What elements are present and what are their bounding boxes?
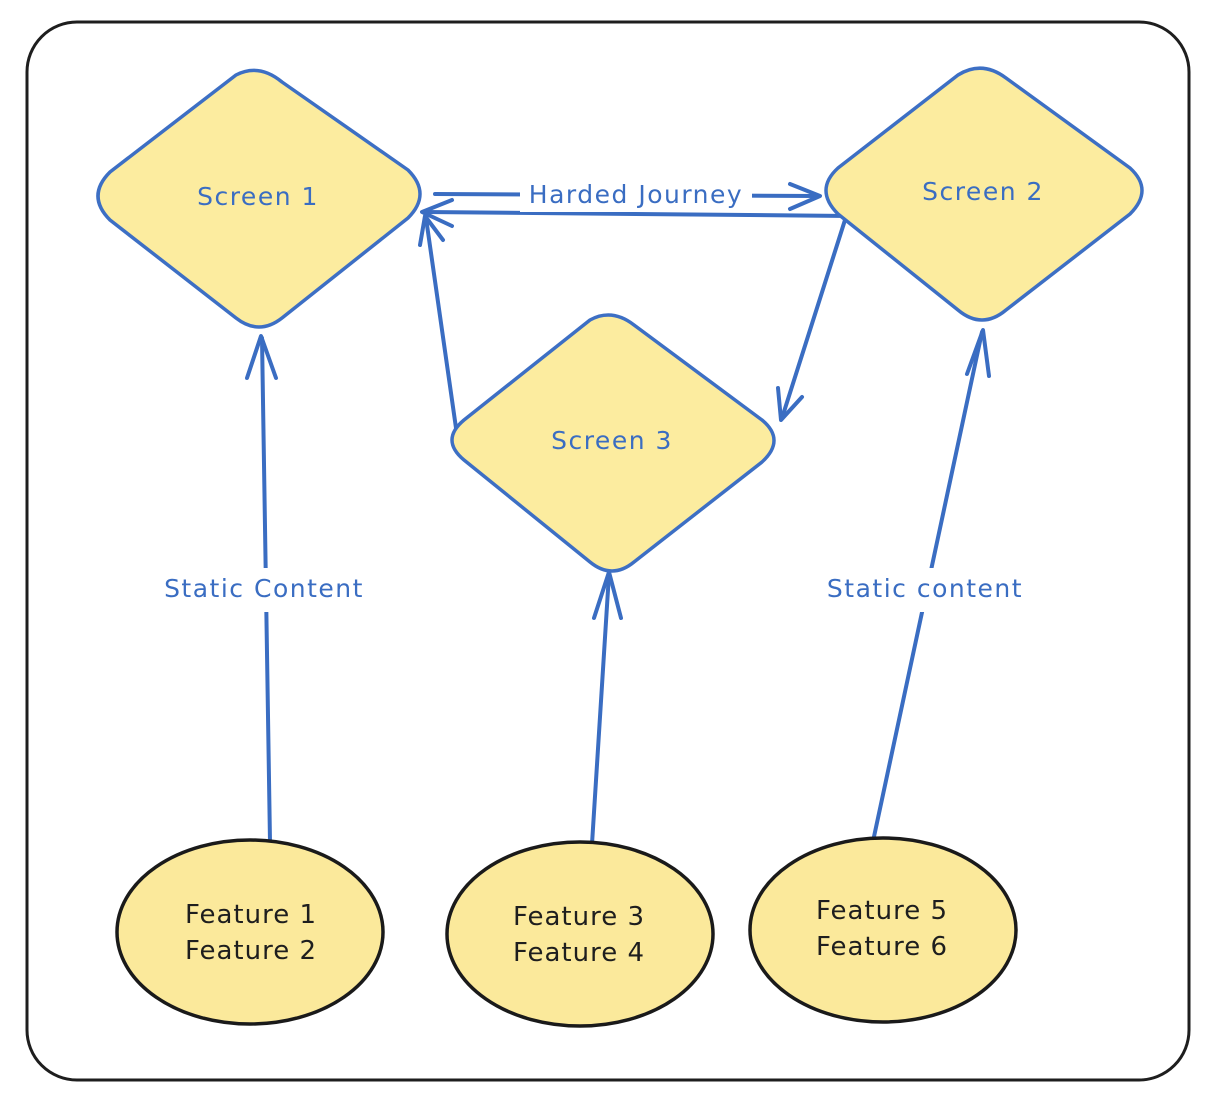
edge-label-static-right: Static content [814,568,1036,612]
feature-label: Feature 2 [185,936,317,966]
feature-label: Feature 3 [513,902,645,932]
feature-label: Feature 1 [185,900,317,930]
feature-label: Feature 6 [816,932,948,962]
screen-node-3[interactable]: Screen 3 [450,313,776,573]
edge-label-text: Static Content [164,574,364,603]
feature-label: Feature 4 [513,938,645,968]
edge-screen3-to-screen1 [418,214,458,430]
screen-node-label: Screen 1 [197,182,319,211]
feature-label: Feature 5 [816,896,948,926]
edge-label-text: Harded Journey [529,180,743,209]
screen-node-2[interactable]: Screen 2 [824,66,1144,322]
screen-node-label: Screen 3 [551,426,673,455]
screen-node-1[interactable]: Screen 1 [96,68,422,329]
feature-node-3-4[interactable]: Feature 3 Feature 4 [445,840,715,1028]
edge-label-static-left: Static Content [152,568,374,612]
edge-label-journey: Harded Journey [520,176,752,212]
feature-node-5-6[interactable]: Feature 5 Feature 6 [748,836,1018,1024]
feature-node-1-2[interactable]: Feature 1 Feature 2 [115,838,385,1026]
edge-label-text: Static content [827,574,1023,603]
edge-screen2-to-screen3 [776,218,847,422]
screen-node-label: Screen 2 [922,177,1044,206]
edge-screen2-to-screen1 [420,198,852,228]
